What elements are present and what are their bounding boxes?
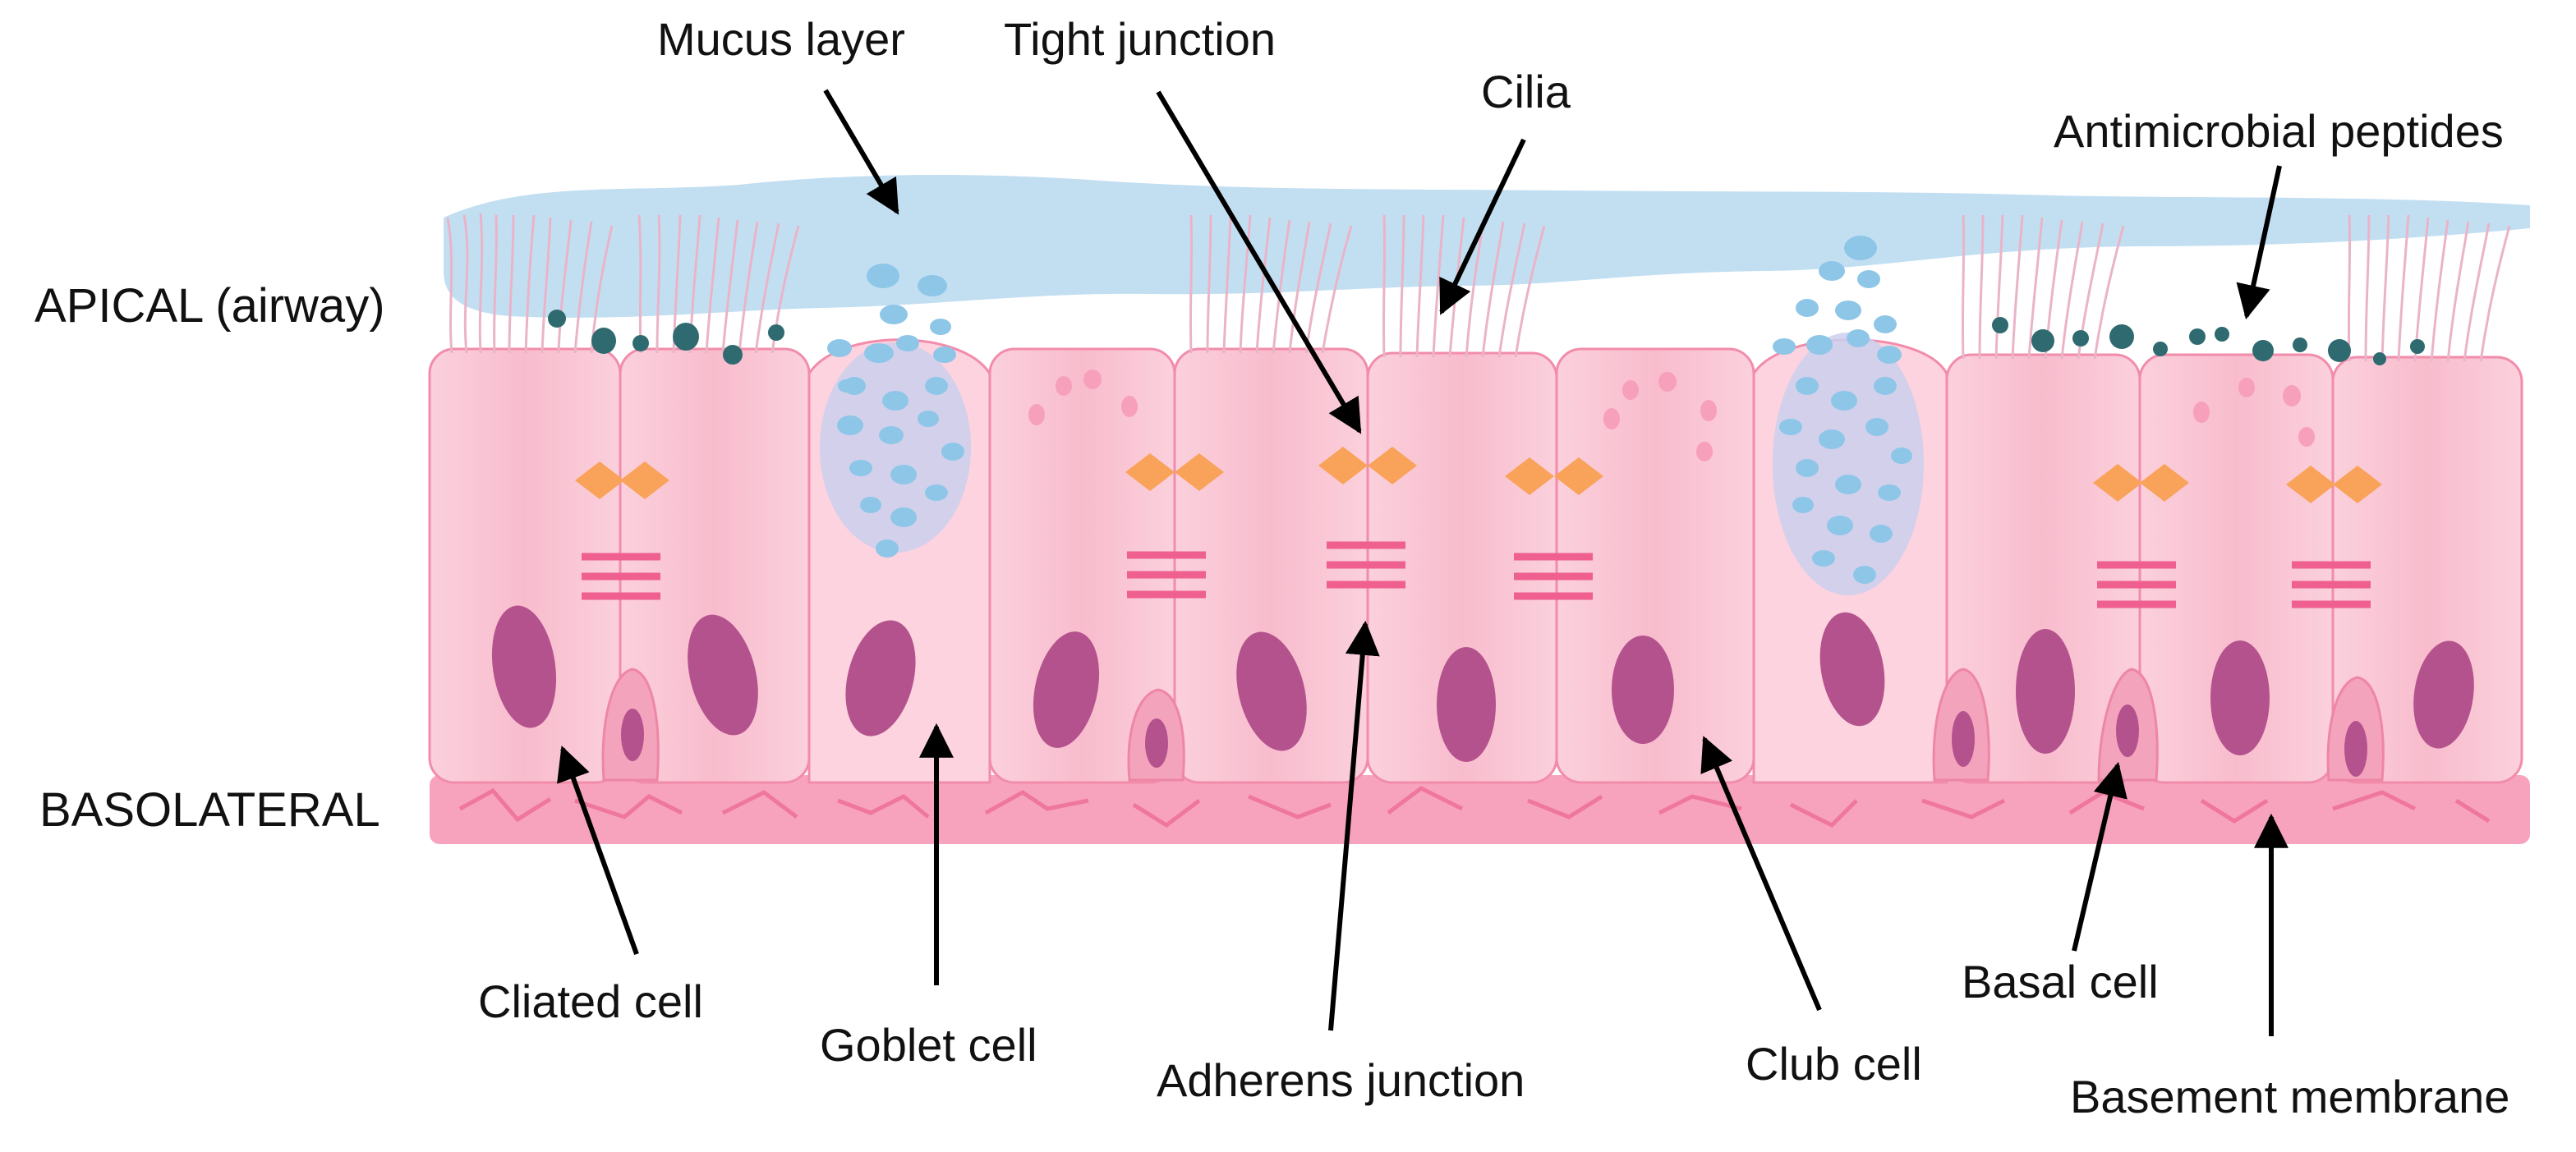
label-tight-junction: Tight junction [1004,13,1276,65]
arrow-club-cell [1700,736,1822,1012]
arrow-antimicrobial-peptides [2236,165,2282,320]
basal-nuclei [621,705,2367,777]
arrow-tight-junction [1156,90,1362,434]
cell-nuclei [491,605,2474,762]
label-antimicrobial-peptides: Antimicrobial peptides [2054,105,2504,157]
label-adherens-junction: Adherens junction [1157,1054,1525,1106]
label-ciliated-cell: Cliated cell [478,975,703,1027]
arrow-basal-cell [2072,761,2128,952]
basement-membrane [430,775,2530,844]
arrow-ciliated-cell [557,746,639,956]
tight-junctions [575,447,2382,503]
label-goblet-cell: Goblet cell [820,1019,1037,1071]
ciliated-cell [2331,356,2523,784]
arrow-adherens-junction [1328,620,1380,1031]
leader-arrows [557,89,2288,1036]
mucus-secretion-dots [827,236,1912,584]
adherens-junctions [582,541,2371,608]
antimicrobial-peptides [548,310,2425,365]
label-mucus-layer: Mucus layer [657,13,905,65]
label-basolateral-side: BASOLATERAL [39,783,380,837]
mucus-layer [444,175,2530,318]
goblet-vesicle [1773,333,1924,595]
label-basal-cell: Basal cell [1962,956,2159,1007]
label-apical-side: APICAL (airway) [34,279,385,333]
label-cilia: Cilia [1481,66,1571,117]
label-basement-membrane: Basement membrane [2070,1071,2510,1122]
label-club-cell: Club cell [1746,1038,1922,1090]
arrow-mucus-layer [823,89,899,215]
club-cell-granules [1028,369,2315,461]
arrow-cilia [1439,138,1526,315]
